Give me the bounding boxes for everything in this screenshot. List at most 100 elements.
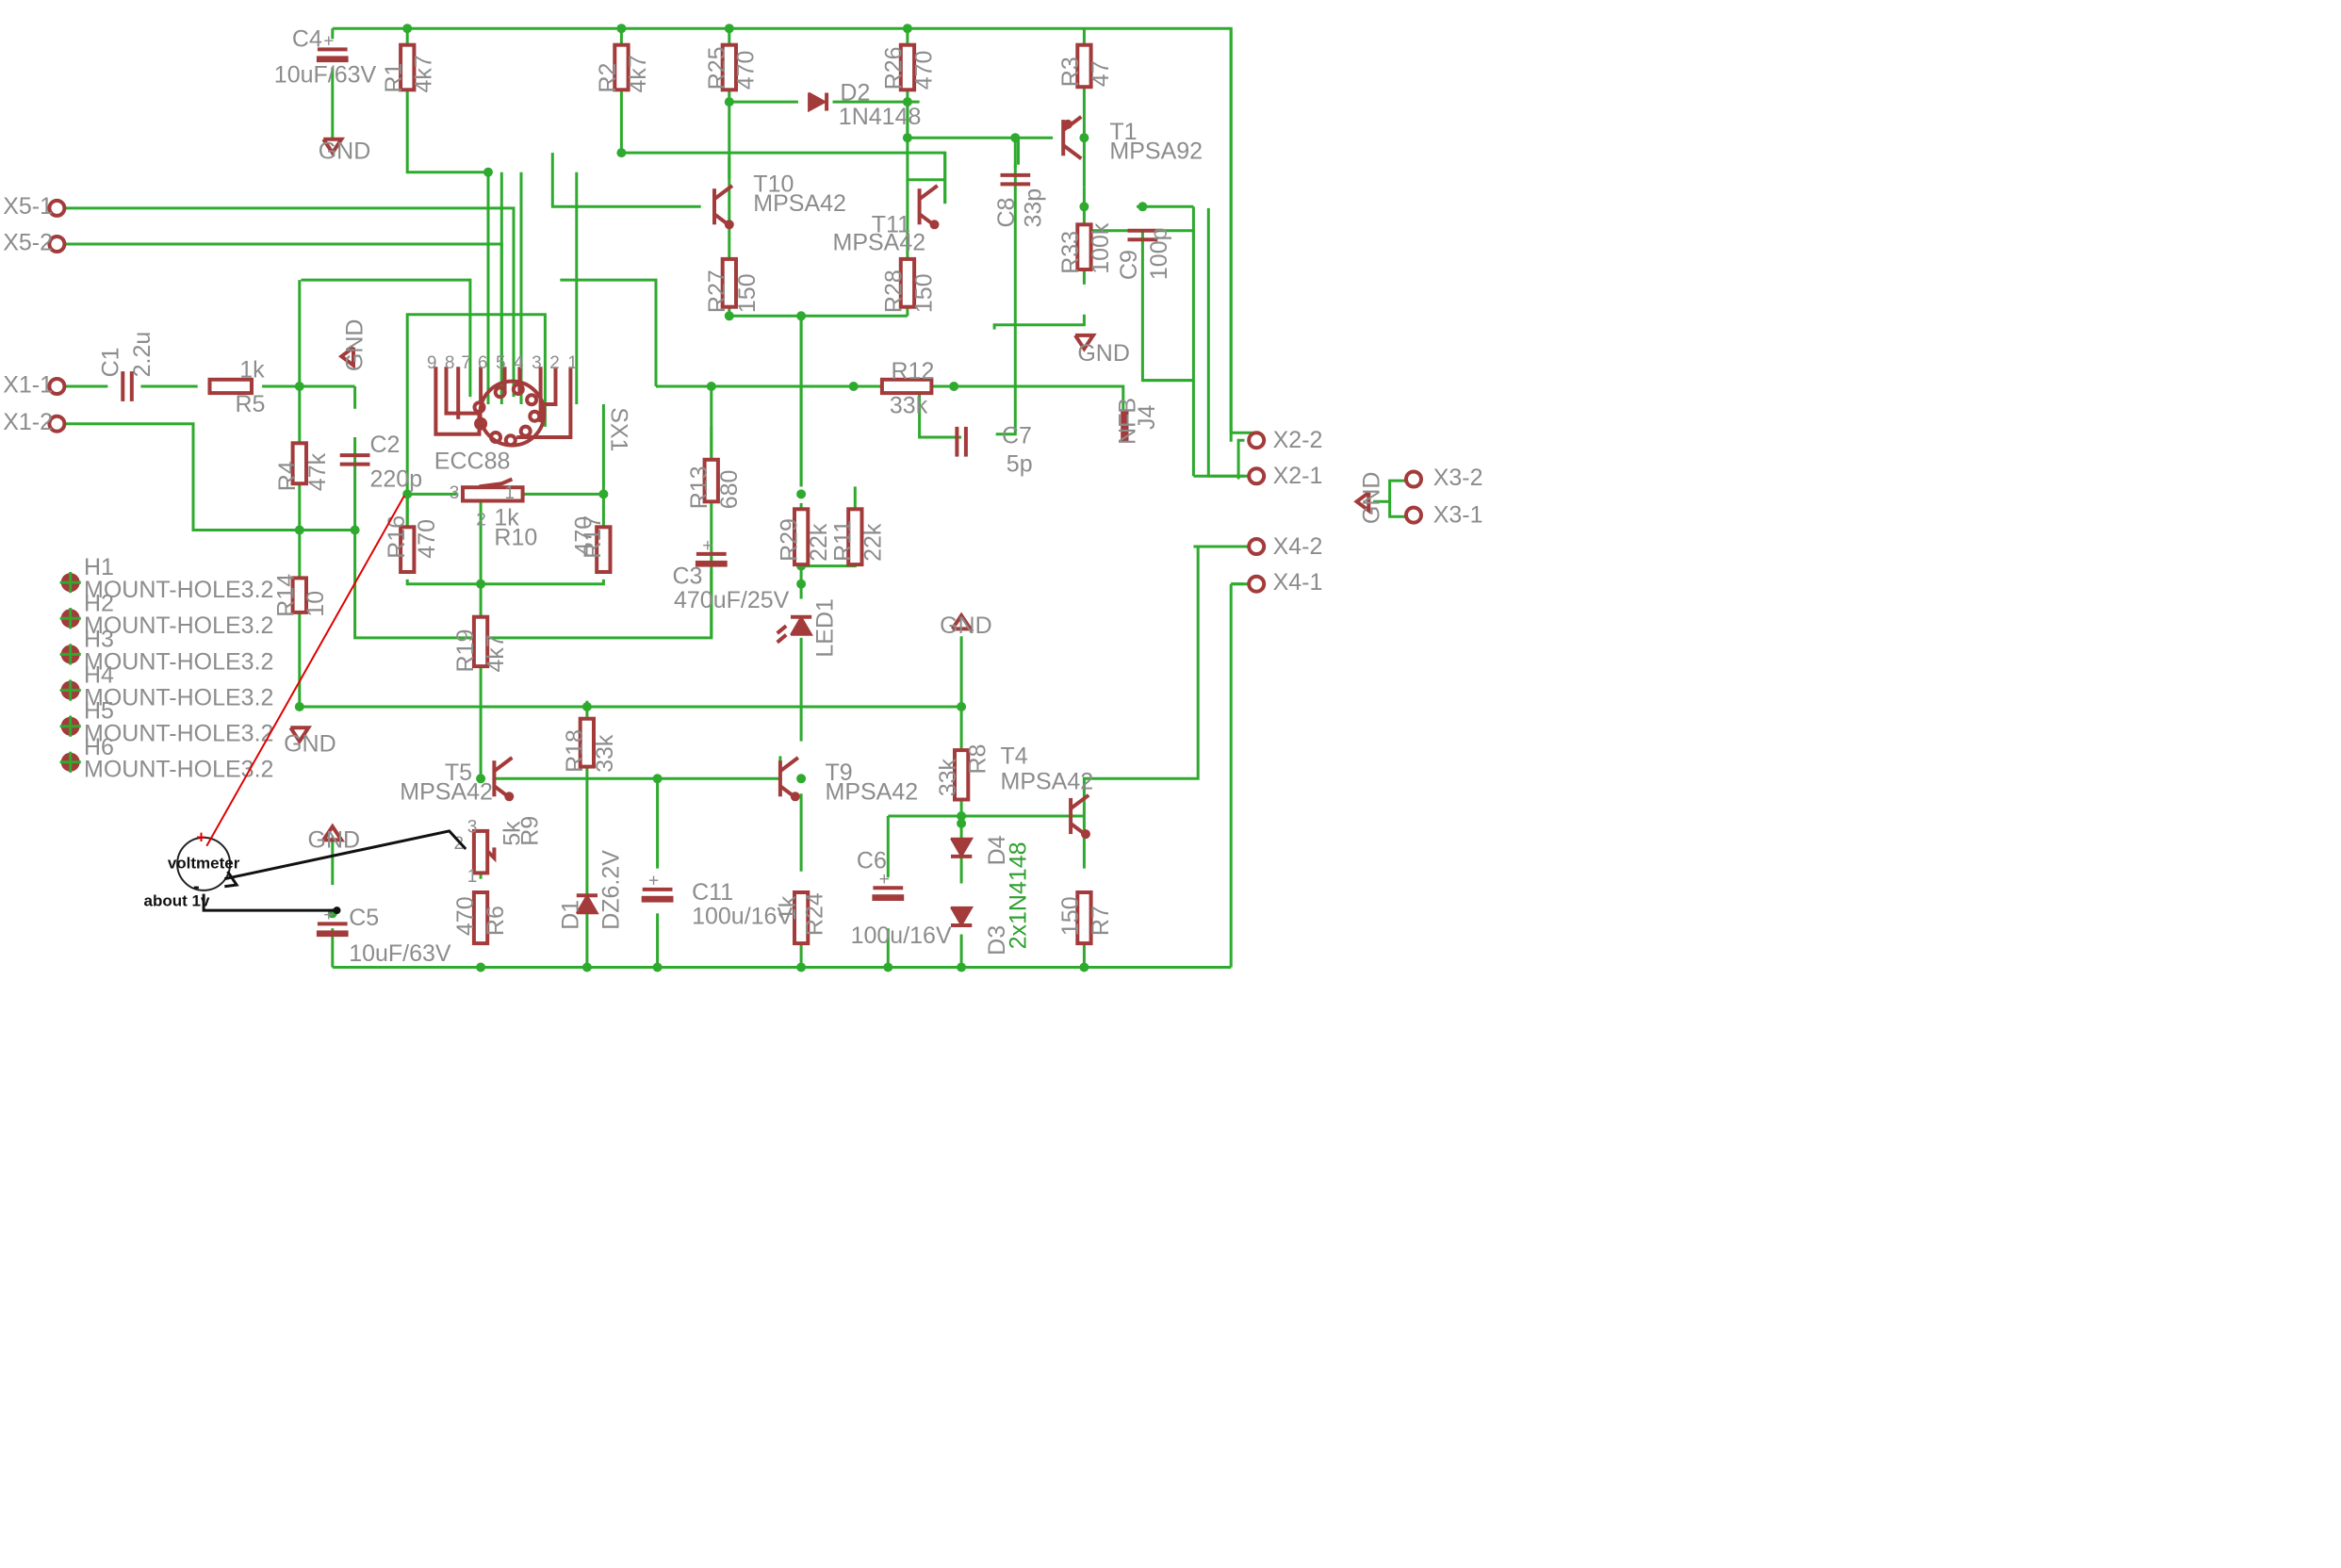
tube-pin-number: 8 xyxy=(445,353,455,373)
resistor-r7 xyxy=(1075,890,1093,946)
ref-t9: T9 xyxy=(826,760,853,786)
connector-x4-2 xyxy=(1247,537,1267,556)
pot-pin-number: 3 xyxy=(450,483,460,503)
connector-x3-2 xyxy=(1404,469,1423,489)
junction-dot xyxy=(848,382,859,391)
wire xyxy=(301,278,472,398)
junction-dot xyxy=(294,525,304,535)
tube-pin-lead xyxy=(539,367,558,406)
connector-label-x2-2: X2-2 xyxy=(1273,427,1323,453)
junction-dot xyxy=(402,24,413,34)
transistor-t1-emitter xyxy=(1062,143,1083,161)
ref-r14: R14 xyxy=(272,574,299,617)
ref-r10: R10 xyxy=(494,524,537,550)
value-r2: 4k7 xyxy=(625,55,651,92)
resistor-r3 xyxy=(1075,42,1093,90)
ref-r29: R29 xyxy=(776,518,802,562)
value-r17: 470 xyxy=(571,516,598,556)
about-label: about 1v xyxy=(144,891,210,909)
junction-dot xyxy=(1079,962,1089,972)
transistor-t4-arrow xyxy=(1081,829,1090,840)
junction-dot xyxy=(598,489,609,499)
ref-r7: R7 xyxy=(1088,906,1114,936)
ground-label: GND xyxy=(319,138,371,164)
ref-r6: R6 xyxy=(483,906,509,936)
ref-r11: R11 xyxy=(830,520,857,562)
ref-c3: C3 xyxy=(673,564,703,590)
value-c9: 100p xyxy=(1146,227,1172,280)
pot-wiper-r10 xyxy=(479,477,514,489)
junction-dot xyxy=(476,579,486,589)
led-arrow xyxy=(776,633,788,645)
junction-dot xyxy=(652,962,663,972)
ref-r27: R27 xyxy=(704,270,730,313)
capacitor-c6-neg xyxy=(872,894,905,902)
junction-dot xyxy=(1010,133,1021,143)
ref-c9: C9 xyxy=(1116,250,1142,280)
wire xyxy=(992,314,1086,330)
mount-hole-type: MOUNT-HOLE3.2 xyxy=(84,612,273,639)
junction-dot xyxy=(902,97,912,107)
ground-c4 xyxy=(321,137,346,156)
tube-ref: SX1 xyxy=(605,407,631,451)
connector-label-x2-1: X2-1 xyxy=(1273,463,1323,489)
resistor-r8 xyxy=(953,748,971,802)
value-r12: 33k xyxy=(890,393,928,419)
resistor-r26 xyxy=(898,42,917,92)
junction-dot xyxy=(902,133,912,143)
ref-r17: R17 xyxy=(580,515,606,559)
value-t1: MPSA92 xyxy=(1109,138,1203,164)
ground-x3 xyxy=(1353,491,1371,514)
connector-x3-1 xyxy=(1404,505,1423,525)
junction-dot xyxy=(796,962,807,972)
wire xyxy=(995,164,1017,436)
pot-pin-number: 2 xyxy=(476,511,486,531)
capacitor-c6-plus: + xyxy=(879,870,890,890)
wire xyxy=(919,384,1125,412)
mount-hole-type: MOUNT-HOLE3.2 xyxy=(84,721,273,747)
junction-dot xyxy=(706,382,716,391)
mount-hole-name: H2 xyxy=(84,590,114,616)
tube-pin-lead xyxy=(444,367,480,416)
jumper-j4 xyxy=(1121,411,1129,442)
value-r27: 150 xyxy=(734,273,761,313)
junction-dot xyxy=(796,489,807,499)
wire xyxy=(62,242,503,398)
resistor-r1 xyxy=(399,42,417,92)
junction-dot xyxy=(616,148,627,158)
resistor-r27 xyxy=(720,256,739,309)
value-r11: 22k xyxy=(859,523,886,562)
value-d3: 2x1N4148 xyxy=(1006,841,1032,949)
wire xyxy=(1206,207,1245,478)
value-r16: 470 xyxy=(414,519,440,559)
resistor-r9 xyxy=(471,828,490,875)
resistor-r12 xyxy=(879,377,934,396)
transistor-t4-collector xyxy=(1069,793,1090,810)
connector-label-x3-2: X3-2 xyxy=(1433,465,1483,491)
ref-r25: R25 xyxy=(704,46,730,90)
ref-r4: R4 xyxy=(274,461,301,491)
junction-dot xyxy=(1079,133,1089,143)
probe-dot xyxy=(333,906,341,915)
ref-r18: R18 xyxy=(562,729,588,773)
junction-dot xyxy=(652,774,663,784)
capacitor-c11-plus: + xyxy=(648,872,659,891)
value-r28: 150 xyxy=(910,273,937,313)
ref-c6: C6 xyxy=(857,848,887,874)
value-c7: 5p xyxy=(1007,451,1033,478)
led-arrow xyxy=(776,624,788,635)
junction-dot xyxy=(294,702,304,711)
junction-dot xyxy=(724,97,734,107)
ref-t4: T4 xyxy=(1001,743,1028,769)
wire xyxy=(405,579,605,586)
value-r24: 1k xyxy=(775,895,801,921)
wire xyxy=(560,278,658,386)
junction-dot xyxy=(294,382,304,391)
ref-c5: C5 xyxy=(349,905,379,931)
tube-name: ECC88 xyxy=(434,448,511,474)
ref-c4: C4 xyxy=(292,25,322,52)
value-j4: NFB xyxy=(1115,398,1141,445)
value-c1: 2.2u xyxy=(129,332,156,378)
tube-pin-number: 7 xyxy=(461,353,471,373)
resistor-r17 xyxy=(595,525,613,574)
